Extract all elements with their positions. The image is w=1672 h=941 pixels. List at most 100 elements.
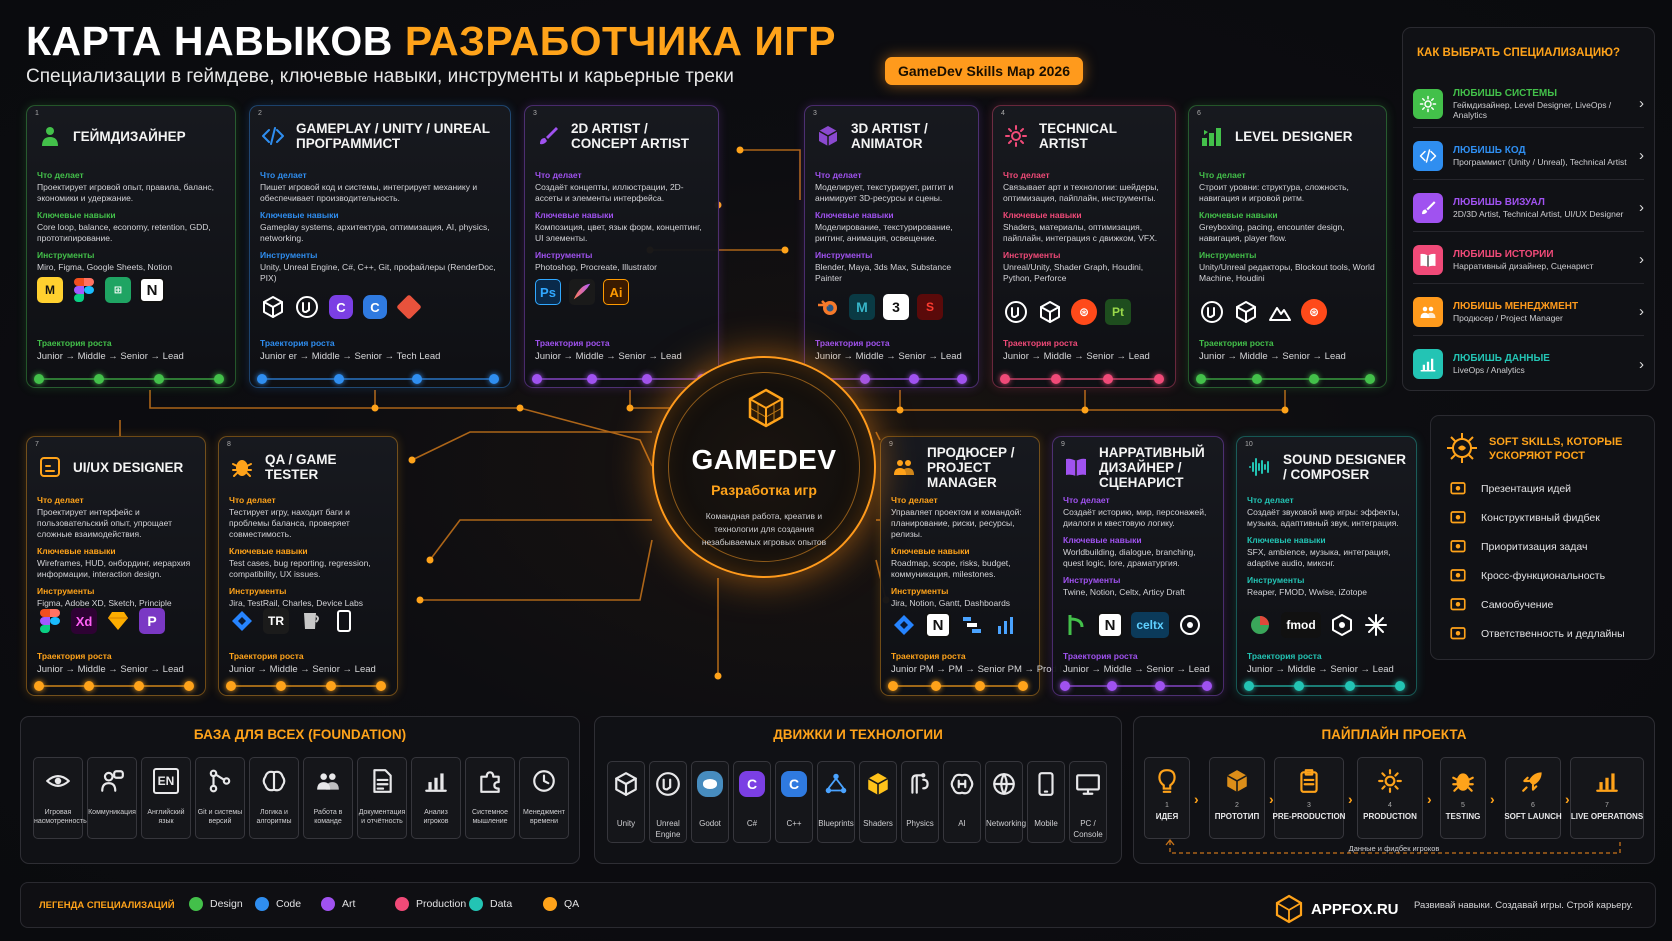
track-dot	[1252, 374, 1263, 384]
choose-item[interactable]: ЛЮБИШЬ ИСТОРИИ Нарративный дизайнер, Сце…	[1413, 236, 1644, 284]
does-label: Что делает	[37, 495, 84, 505]
does-label: Что делает	[891, 495, 938, 505]
foundation-item: Анализ игроков	[411, 757, 461, 839]
procreate-icon	[569, 278, 595, 306]
ai-icon	[944, 769, 980, 799]
godot-icon	[692, 769, 728, 799]
hub-text: Командная работа, креатив и технологии д…	[701, 511, 827, 547]
mobile-icon	[1028, 769, 1064, 799]
track-dot	[214, 374, 224, 384]
card-title: QA / GAME TESTER	[265, 452, 337, 482]
does-label: Что делает	[1003, 170, 1050, 180]
card-8[interactable]: 8 QA / GAME TESTER Что делает Тестирует …	[218, 436, 398, 696]
track-dot	[1018, 681, 1028, 691]
card-2[interactable]: 2 GAMEPLAY / UNITY / UNREAL ПРОГРАММИСТ …	[249, 105, 511, 388]
engine-item: Unity	[607, 761, 645, 843]
cpp-icon: C	[362, 293, 388, 321]
track-label: Траектория роста	[229, 651, 304, 661]
principle-icon: P	[139, 607, 165, 635]
choose-item-desc: 2D/3D Artist, Technical Artist, UI/UX De…	[1453, 208, 1624, 219]
card-4[interactable]: 3 3D ARTIST / ANIMATOR Что делает Модели…	[804, 105, 979, 388]
choose-item[interactable]: ЛЮБИШЬ ВИЗУАЛ 2D/3D Artist, Technical Ar…	[1413, 184, 1644, 232]
choose-item[interactable]: ЛЮБИШЬ КОД Программист (Unity / Unreal),…	[1413, 132, 1644, 180]
card-9[interactable]: 9 ПРОДЮСЕР / PROJECT MANAGER Что делает …	[880, 436, 1081, 696]
track-steps: Junior → Middle → Senior → Lead	[1003, 351, 1150, 362]
does-label: Что делает	[37, 170, 84, 180]
foundation-item: Менеджмент времени	[519, 757, 569, 839]
choose-item[interactable]: ЛЮБИШЬ ДАННЫЕ LiveOps / Analytics ›	[1413, 340, 1644, 388]
card-6[interactable]: 6 LEVEL DESIGNER Что делает Строит уровн…	[1188, 105, 1387, 388]
track-line	[1201, 378, 1370, 380]
dashboard-icon	[993, 611, 1019, 639]
tool-icons: ⊛	[1199, 298, 1378, 326]
card-5[interactable]: 4 TECHNICAL ARTIST Что делает Связывает …	[992, 105, 1176, 388]
pipeline-step-number: 4	[1388, 802, 1392, 809]
card-1[interactable]: 1 ГЕЙМДИЗАЙНЕР Что делает Проектирует иг…	[26, 105, 236, 388]
en-icon: EN	[142, 766, 190, 796]
track-bar	[1060, 681, 1212, 691]
chevron-right-icon: ›	[1639, 251, 1644, 268]
pipeline-arrow-icon: ›	[1194, 791, 1199, 807]
foundation-item: Логика и алгоритмы	[249, 757, 299, 839]
engine-item: Unreal Engine	[649, 761, 687, 843]
track: Траектория роста Junior → Middle → Senio…	[1063, 651, 1215, 675]
card-10[interactable]: 9 НАРРАТИВНЫЙ ДИЗАЙНЕР / СЦЕНАРИСТ Что д…	[1052, 436, 1224, 696]
card-11[interactable]: 10 SOUND DESIGNER / COMPOSER Что делает …	[1236, 436, 1417, 696]
jira-icon	[229, 607, 255, 635]
card-title: SOUND DESIGNER / COMPOSER	[1283, 452, 1407, 482]
card-7[interactable]: 7 UI/UX DESIGNER Что делает Проектирует …	[26, 436, 206, 696]
card-body: Что делает Создаёт концепты, иллюстрации…	[535, 164, 710, 273]
track-steps: Junior → Middle → Senior → Lead	[1063, 664, 1210, 675]
choose-item-desc: Геймдизайнер, Level Designer, LiveOps / …	[1453, 99, 1612, 120]
foundation-item-label: Английский язык	[147, 809, 185, 825]
engine-item-label: Unreal Engine	[655, 819, 681, 839]
choose-item[interactable]: ЛЮБИШЬ МЕНЕДЖМЕНТ Продюсер / Project Man…	[1413, 288, 1644, 336]
tools-label: Инструменты	[1063, 575, 1121, 585]
choose-item-title: ЛЮБИШЬ КОД	[1453, 144, 1526, 156]
illustrator-icon: Ai	[603, 278, 629, 306]
choose-item-text: ЛЮБИШЬ ВИЗУАЛ 2D/3D Artist, Technical Ar…	[1453, 197, 1629, 219]
engine-item-label: PC / Console	[1073, 819, 1103, 839]
chat-icon	[88, 766, 136, 796]
track-dot	[908, 374, 919, 384]
title-orange-part: РАЗРАБОТЧИКА ИГР	[404, 18, 836, 64]
choose-item[interactable]: ЛЮБИШЬ СИСТЕМЫ Геймдизайнер, Level Desig…	[1413, 80, 1644, 128]
card-number: 1	[35, 110, 39, 117]
choose-item-title: ЛЮБИШЬ СИСТЕМЫ	[1453, 87, 1557, 99]
tools-label: Инструменты	[37, 586, 95, 596]
tools-label: Инструменты	[229, 586, 287, 596]
choose-item-text: ЛЮБИШЬ СИСТЕМЫ Геймдизайнер, Level Desig…	[1453, 88, 1629, 120]
card-body: Что делает Пишет игровой код и системы, …	[260, 164, 502, 284]
engine-item: Shaders	[859, 761, 897, 843]
brand[interactable]: APPFOX.RU	[1275, 894, 1399, 924]
track: Траектория роста Junior → Middle → Senio…	[815, 338, 970, 362]
book-icon	[1413, 244, 1443, 275]
card-3[interactable]: 3 2D ARTIST / CONCEPT ARTIST Что делает …	[524, 105, 719, 388]
legend-dot	[469, 897, 483, 911]
choose-item-desc: Программист (Unity / Unreal), Technical …	[1453, 156, 1627, 167]
gamedev-hub: GAMEDEV Разработка игр Командная работа,…	[652, 356, 876, 578]
chart-icon	[412, 766, 460, 796]
track: Траектория роста Junior → Middle → Senio…	[1199, 338, 1378, 362]
deadline-icon	[1450, 627, 1466, 640]
skills-text: Композиция, цвет, язык форм, концептинг,…	[535, 222, 702, 243]
pipeline-step: 2 ПРОТОТИП	[1209, 757, 1265, 839]
engine-item-label: Blueprints	[818, 819, 854, 828]
does-text: Проектирует игровой опыт, правила, балан…	[37, 182, 215, 203]
tool-icons: TR	[229, 607, 389, 635]
3dsmax-icon: 3	[883, 293, 909, 321]
foundation-item: Коммуникация	[87, 757, 137, 839]
track-dot	[376, 681, 386, 691]
legend-label: Production	[416, 898, 467, 910]
soft-skills-title: SOFT SKILLS, КОТОРЫЕ УСКОРЯЮТ РОСТ	[1489, 436, 1623, 462]
track-dot	[257, 374, 267, 384]
wwise-icon	[1329, 611, 1355, 639]
track-steps: Junior → Middle → Senior → Lead	[37, 664, 184, 675]
track-dot	[184, 681, 194, 691]
foundation-item-label: Работа в команде	[313, 809, 343, 825]
choose-item-desc: Нарративный дизайнер, Сценарист	[1453, 260, 1594, 271]
book-icon	[1063, 454, 1089, 480]
foundation-title: БАЗА ДЛЯ ВСЕХ (FOUNDATION)	[193, 727, 407, 742]
